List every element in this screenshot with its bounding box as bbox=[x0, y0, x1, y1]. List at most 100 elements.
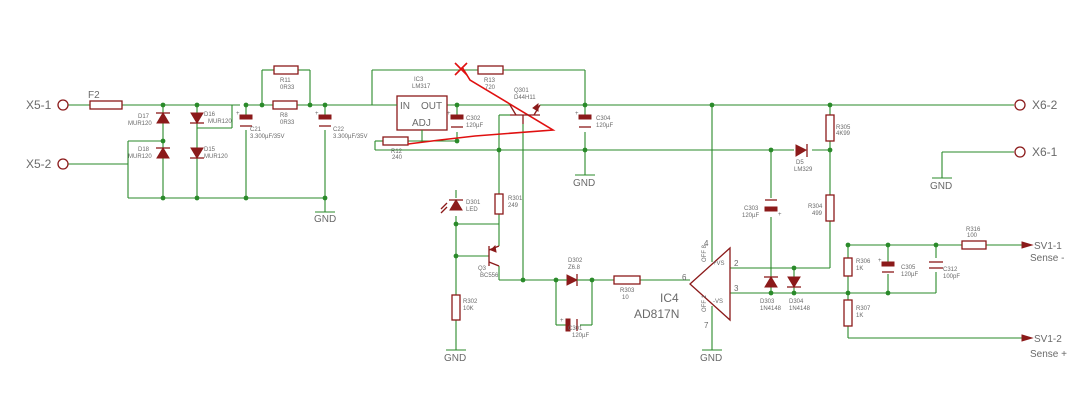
c303-name: C303 bbox=[744, 206, 759, 212]
r304-name: R304 bbox=[808, 204, 823, 210]
ground-symbol-5: GND bbox=[700, 349, 722, 364]
terminal-x6-1-label: X6-1 bbox=[1032, 145, 1058, 159]
r301-value: 249 bbox=[508, 203, 519, 209]
q301-value: D44H11 bbox=[514, 95, 536, 101]
ic4-pin4: 4 bbox=[704, 239, 709, 248]
d302-name: D302 bbox=[568, 258, 583, 264]
r303-name: R303 bbox=[620, 288, 635, 294]
resistor-r12: R12 240 bbox=[382, 136, 409, 161]
svg-text:+: + bbox=[878, 258, 882, 264]
d304-name: D304 bbox=[789, 299, 804, 305]
zener-d302: D302 Z6.8 bbox=[556, 258, 592, 286]
capacitor-c303: + C303 120µF bbox=[742, 199, 782, 219]
gnd-label-4: GND bbox=[444, 353, 466, 364]
d5-value: LM329 bbox=[794, 167, 813, 173]
ic3-pin-in: IN bbox=[400, 101, 410, 112]
terminal-x6-2: X6-2 bbox=[1014, 98, 1058, 112]
r8-value: 0R33 bbox=[280, 120, 295, 126]
d301-value: LED bbox=[466, 207, 478, 213]
transistor-q301: Q301 D44H11 bbox=[509, 88, 541, 124]
ic4-name: IC4 bbox=[660, 291, 679, 305]
ground-symbol-3: GND bbox=[930, 177, 952, 192]
ic4-off8: OFF 8 bbox=[702, 244, 708, 262]
ic4-value: AD817N bbox=[634, 307, 679, 321]
resistor-r305: R305 4K99 bbox=[825, 114, 851, 142]
r305-name: R305 bbox=[836, 125, 851, 131]
c312-name: C312 bbox=[943, 267, 958, 273]
d18-value: MUR120 bbox=[128, 154, 152, 160]
capacitor-c305: + C305 120µF bbox=[878, 258, 918, 278]
c301-name: C301 bbox=[568, 326, 583, 332]
r306-value: 1K bbox=[856, 266, 863, 272]
r12-value: 240 bbox=[392, 155, 403, 161]
ic4-minus-vs: -VS bbox=[713, 299, 723, 305]
c21-value: 3.300µF/35V bbox=[250, 134, 284, 140]
capacitor-c304: + C304 120µF bbox=[575, 111, 613, 129]
connector-sv1-2: SV1-2 Sense + bbox=[1021, 334, 1067, 360]
regulator-ic3: IC3 LM317 IN OUT ADJ bbox=[375, 77, 448, 141]
d303-value: 1N4148 bbox=[760, 306, 782, 312]
sv1-1-label: SV1-1 bbox=[1034, 241, 1062, 252]
r305-value: 4K99 bbox=[836, 131, 851, 137]
opamp-ic4: 4 6 2 3 7 +VS -VS OFF 8 OFF 1 IC4 AD817N bbox=[634, 239, 739, 330]
d17-value: MUR120 bbox=[128, 121, 152, 127]
c312-value: 100pF bbox=[943, 274, 960, 280]
r306-name: R306 bbox=[856, 259, 871, 265]
ground-symbol-2: GND bbox=[573, 174, 595, 189]
c302-value: 120µF bbox=[466, 123, 483, 129]
diode-d304: D304 1N4148 bbox=[787, 276, 811, 312]
capacitor-c21: + C21 3.300µF/35V bbox=[236, 111, 284, 140]
reference-diode-d5: D5 LM329 bbox=[794, 144, 813, 173]
r8-name: R8 bbox=[280, 113, 288, 119]
diode-d15: D15 MUR120 bbox=[190, 147, 228, 160]
d301-name: D301 bbox=[466, 200, 481, 206]
c305-name: C305 bbox=[901, 265, 916, 271]
resistor-r303: R303 10 bbox=[613, 275, 641, 301]
resistor-r316: R316 100 bbox=[961, 227, 987, 250]
d304-value: 1N4148 bbox=[789, 306, 811, 312]
resistor-r306: R306 1K bbox=[843, 257, 871, 277]
r11-name: R11 bbox=[280, 78, 291, 84]
ic3-pin-out: OUT bbox=[421, 101, 442, 112]
d16-value: MUR120 bbox=[208, 119, 232, 125]
sense-plus-label: Sense + bbox=[1030, 349, 1067, 360]
d17-name: D17 bbox=[138, 114, 150, 120]
r13-name: R13 bbox=[484, 78, 496, 84]
r316-name: R316 bbox=[966, 227, 981, 233]
c21-name: C21 bbox=[250, 127, 262, 133]
svg-text:+: + bbox=[778, 212, 782, 218]
ic4-pin6: 6 bbox=[682, 273, 687, 282]
svg-text:+: + bbox=[447, 111, 451, 117]
capacitor-c22: + C22 3.300µF/35V bbox=[315, 111, 367, 140]
c304-name: C304 bbox=[596, 116, 611, 122]
terminal-x5-1: X5-1 bbox=[26, 98, 69, 112]
c305-value: 120µF bbox=[901, 272, 918, 278]
d5-name: D5 bbox=[796, 160, 804, 166]
r307-value: 1K bbox=[856, 313, 863, 319]
diode-d17: D17 MUR120 bbox=[128, 112, 170, 127]
c302-name: C302 bbox=[466, 116, 481, 122]
diode-d18: D18 MUR120 bbox=[128, 147, 170, 160]
c301-value: 120µF bbox=[572, 333, 589, 339]
svg-text:+: + bbox=[315, 111, 319, 117]
capacitor-c301: + C301 120µF bbox=[560, 318, 589, 339]
capacitor-c312: C312 100pF bbox=[929, 261, 960, 280]
ic3-pin-adj: ADJ bbox=[412, 118, 431, 129]
terminal-x5-2-label: X5-2 bbox=[26, 157, 52, 171]
diode-d16: D16 MUR120 bbox=[190, 112, 232, 125]
terminal-x5-1-label: X5-1 bbox=[26, 98, 52, 112]
sv1-2-label: SV1-2 bbox=[1034, 334, 1062, 345]
resistor-r11: R11 0R33 bbox=[273, 65, 299, 91]
d302-value: Z6.8 bbox=[568, 265, 581, 271]
r302-name: R302 bbox=[463, 299, 478, 305]
q302-value: BC556 bbox=[480, 273, 499, 279]
ground-symbol-1: GND bbox=[314, 211, 336, 225]
d18-name: D18 bbox=[138, 147, 150, 153]
resistor-r302: R302 10K bbox=[451, 294, 478, 321]
ic4-plus-vs: +VS bbox=[713, 261, 725, 267]
connector-sv1-1: SV1-1 Sense - bbox=[1021, 241, 1064, 264]
r12-name: R12 bbox=[391, 149, 403, 155]
d15-name: D15 bbox=[204, 147, 216, 153]
resistor-r304: R304 499 bbox=[808, 194, 835, 222]
